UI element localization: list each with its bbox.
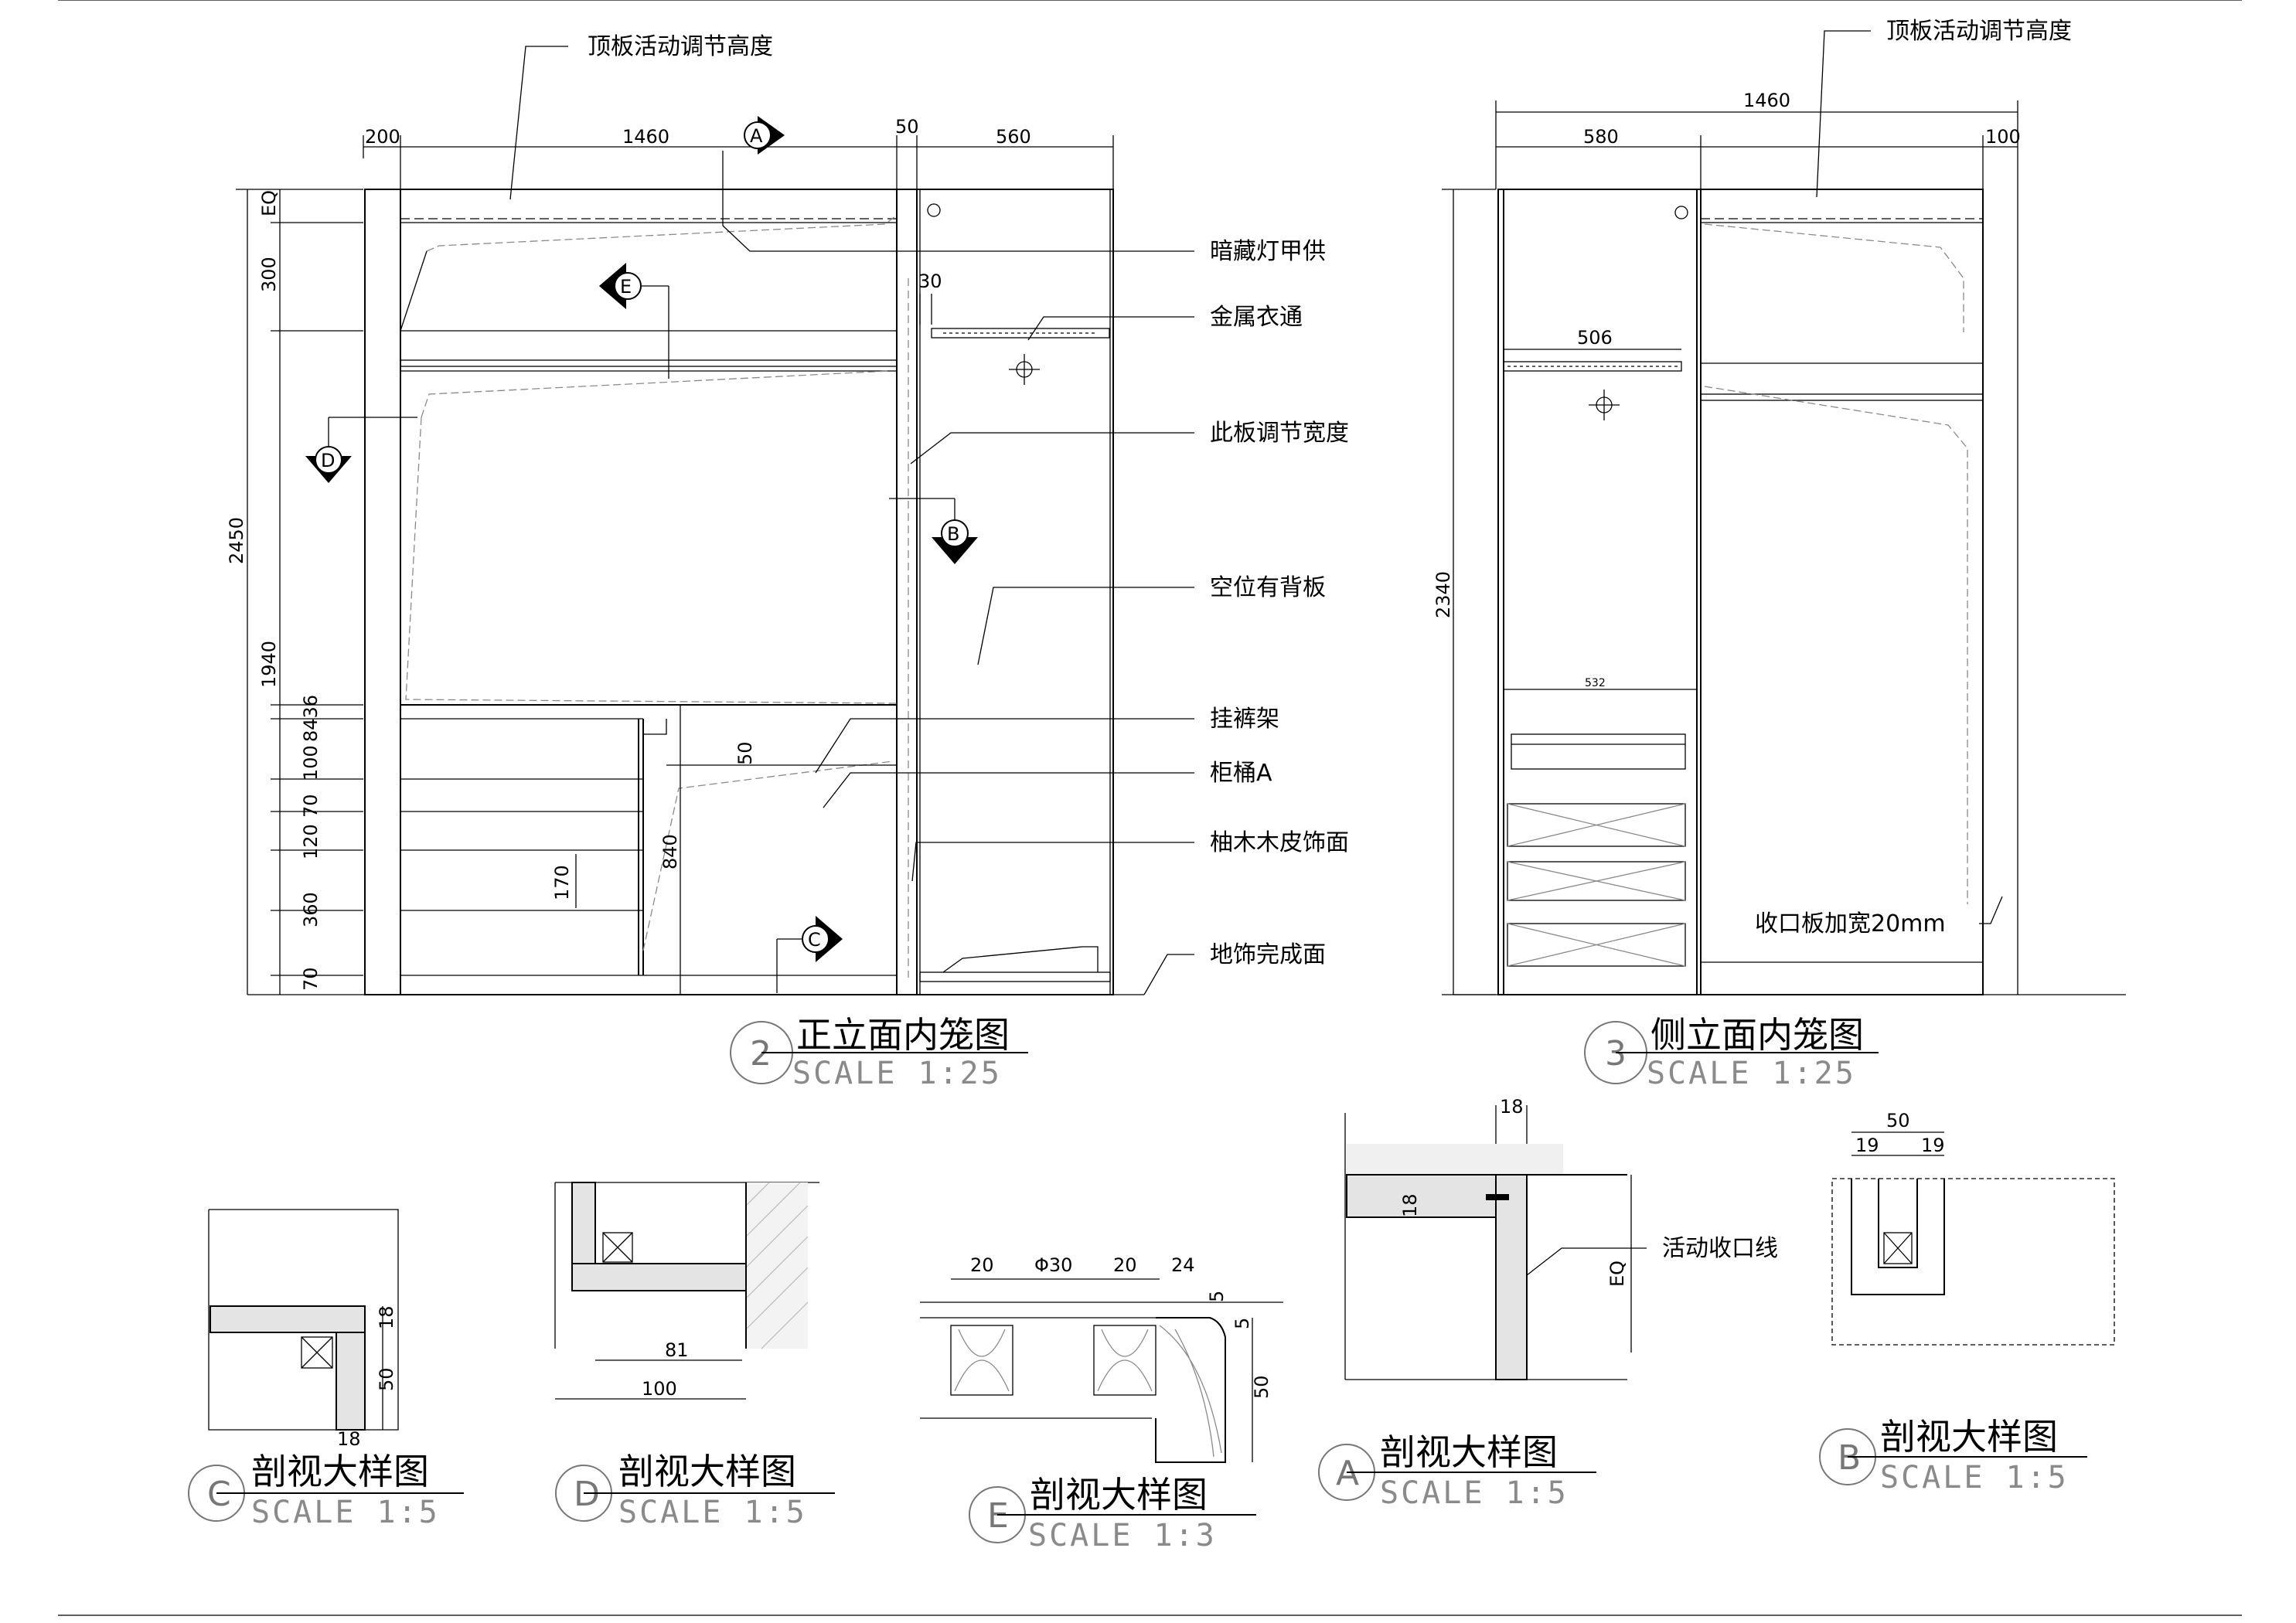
- detail-c: 18 50 18 C 剖视大样图 SCALE 1:5: [188, 1209, 464, 1530]
- label-top-panel-side: 顶板活动调节高度: [1886, 18, 2072, 45]
- dim-e-5: 5: [1206, 1291, 1228, 1302]
- dim-c-18: 18: [376, 1305, 397, 1329]
- front-elevation: 200 1460 50 560: [226, 33, 1349, 1091]
- label-widen: 收口板加宽20mm: [1755, 910, 1946, 937]
- detail-c-letter: C: [207, 1475, 231, 1514]
- label-moving-trim: 活动收口线: [1662, 1235, 1778, 1262]
- dim-front-840: 840: [659, 834, 681, 869]
- dim-front-8436: 8436: [300, 695, 322, 742]
- dim-front-70b: 70: [300, 967, 322, 991]
- dim-b-19b: 19: [1921, 1135, 1945, 1156]
- label-metal-rod: 金属衣通: [1210, 304, 1303, 331]
- dim-e-50: 50: [1251, 1375, 1272, 1399]
- svg-text:C: C: [808, 929, 821, 951]
- marker-d-front: D: [305, 417, 417, 483]
- side-elevation: 1460 580 100 506 532: [1432, 18, 2126, 1091]
- dim-side-506: 506: [1577, 327, 1613, 349]
- svg-text:E: E: [620, 276, 632, 298]
- detail-b: 50 19 19 B 剖视大样图 SCALE 1:5: [1819, 1110, 2115, 1495]
- label-veneer: 柚木木皮饰面: [1210, 829, 1349, 856]
- side-cabinet-outline: [1497, 189, 1984, 995]
- label-adjust-width: 此板调节宽度: [1210, 420, 1349, 447]
- front-view-number: 2: [750, 1034, 772, 1073]
- marker-e-front: E: [599, 263, 669, 379]
- front-view-title: 正立面内笼图: [796, 1014, 1010, 1056]
- label-floor: 地饰完成面: [1210, 941, 1326, 968]
- dim-side-100: 100: [1985, 126, 2021, 148]
- dim-side-580: 580: [1583, 126, 1619, 148]
- dim-front-300: 300: [258, 257, 280, 292]
- dim-a-18b: 18: [1399, 1193, 1421, 1217]
- detail-d-scale: SCALE 1:5: [618, 1495, 807, 1530]
- dim-c-50: 50: [376, 1367, 397, 1391]
- detail-a-letter: A: [1336, 1454, 1359, 1493]
- detail-e-scale: SCALE 1:3: [1028, 1518, 1217, 1553]
- detail-a: 18 18 EQ 活动收口线 A 剖视大样图 SCALE 1:5: [1318, 1096, 1778, 1511]
- dim-b-50: 50: [1886, 1110, 1910, 1131]
- detail-a-title: 剖视大样图: [1380, 1431, 1558, 1473]
- detail-d-title: 剖视大样图: [618, 1451, 796, 1492]
- dim-front-170: 170: [551, 865, 573, 900]
- marker-b-front: B: [889, 498, 978, 564]
- detail-e-title: 剖视大样图: [1030, 1474, 1208, 1516]
- detail-b-letter: B: [1838, 1438, 1861, 1478]
- dim-front-30: 30: [918, 270, 942, 292]
- marker-c-front: C: [776, 916, 843, 993]
- marker-a: A: [722, 116, 785, 226]
- dim-front-eq: EQ: [258, 190, 280, 216]
- side-view-number: 3: [1605, 1034, 1627, 1073]
- label-top-panel-front: 顶板活动调节高度: [588, 33, 773, 60]
- label-hidden-light: 暗藏灯甲供: [1210, 238, 1326, 265]
- dim-b-19: 19: [1855, 1135, 1879, 1156]
- detail-d: 81 100 D 剖视大样图 SCALE 1:5: [554, 1182, 835, 1530]
- dim-front-560: 560: [996, 126, 1031, 148]
- side-view-title: 侧立面内笼图: [1650, 1014, 1864, 1056]
- front-view-scale: SCALE 1:25: [792, 1056, 1002, 1091]
- dim-e-phi30: Φ30: [1034, 1254, 1072, 1276]
- dim-front-70: 70: [300, 794, 322, 818]
- label-back-panel: 空位有背板: [1210, 574, 1326, 601]
- dim-side-1460: 1460: [1743, 90, 1790, 111]
- dim-front-360: 360: [300, 892, 322, 927]
- dim-front-100: 100: [300, 745, 322, 781]
- label-drawer-a: 柜桶A: [1210, 760, 1272, 787]
- detail-e-letter: E: [987, 1496, 1009, 1536]
- dim-front-50-inner: 50: [734, 741, 756, 765]
- dim-side-532: 532: [1585, 677, 1606, 689]
- svg-text:B: B: [947, 523, 959, 545]
- detail-e: 20 Φ30 20 24 5 5 50 E 剖视大样图 SCALE 1:3: [920, 1254, 1283, 1553]
- front-cabinet-outline: [364, 189, 1114, 995]
- detail-d-letter: D: [574, 1475, 600, 1514]
- side-view-scale: SCALE 1:25: [1647, 1056, 1856, 1091]
- dim-c-18b: 18: [337, 1428, 361, 1450]
- svg-text:A: A: [750, 125, 763, 147]
- dim-front-120: 120: [300, 824, 322, 859]
- dim-a-18: 18: [1500, 1096, 1524, 1118]
- dim-front-50: 50: [895, 116, 919, 138]
- dim-a-eq: EQ: [1606, 1261, 1628, 1287]
- detail-b-title: 剖视大样图: [1880, 1416, 2058, 1458]
- dim-d-81: 81: [665, 1339, 689, 1361]
- dim-e-20: 20: [970, 1254, 994, 1276]
- dim-front-2450: 2450: [226, 517, 247, 564]
- detail-c-title: 剖视大样图: [251, 1451, 429, 1492]
- dim-front-1460: 1460: [622, 126, 669, 148]
- dim-front-1940: 1940: [258, 641, 280, 688]
- detail-b-scale: SCALE 1:5: [1880, 1460, 2069, 1495]
- dim-e-20b: 20: [1113, 1254, 1137, 1276]
- dim-d-100: 100: [642, 1378, 677, 1400]
- dim-e-24: 24: [1171, 1254, 1195, 1276]
- dim-front-200: 200: [365, 126, 400, 148]
- dim-side-2340: 2340: [1432, 571, 1454, 618]
- svg-text:D: D: [321, 450, 335, 471]
- dim-e-5b: 5: [1231, 1318, 1253, 1329]
- detail-a-scale: SCALE 1:5: [1380, 1475, 1569, 1511]
- detail-c-scale: SCALE 1:5: [251, 1495, 440, 1530]
- label-pants-rack: 挂裤架: [1210, 706, 1279, 733]
